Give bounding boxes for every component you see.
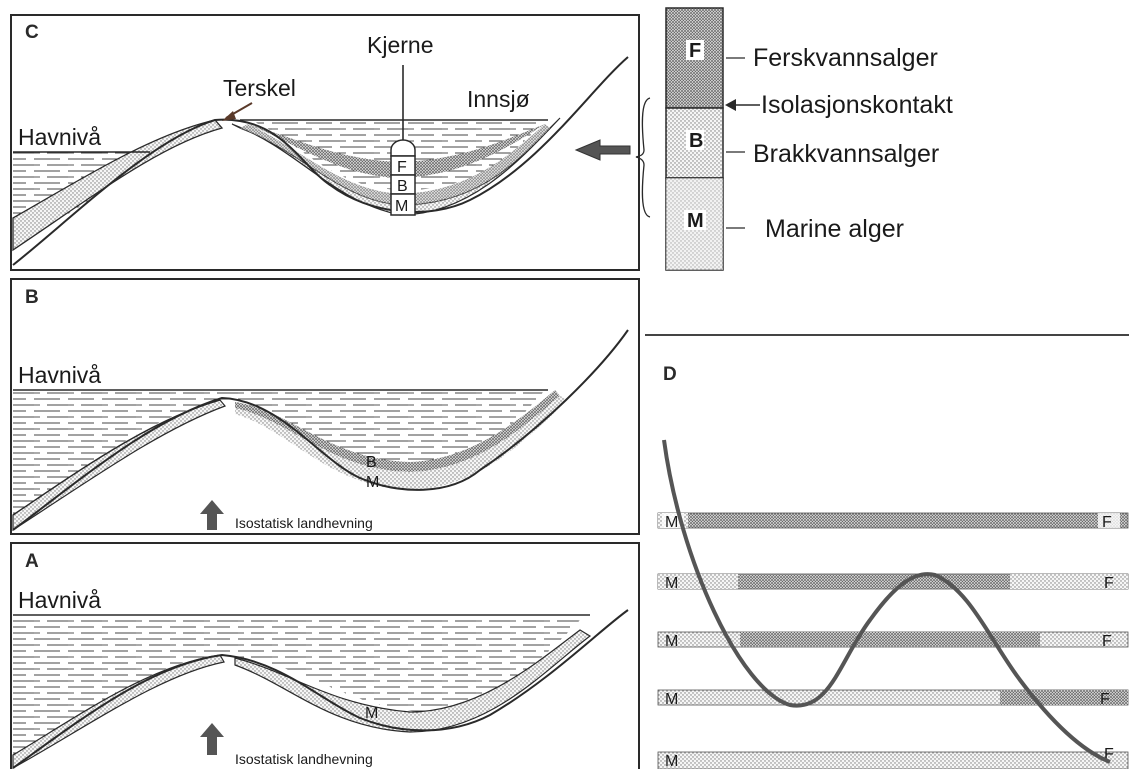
core-layer-f: F <box>397 159 407 176</box>
core-bar-1-left: M <box>665 514 678 531</box>
panel-c-letter: C <box>25 22 39 43</box>
core-bar-5-right: F <box>1104 746 1114 763</box>
panel-d: D M F M F M F M F M <box>657 364 1129 769</box>
panel-a: A Havnivå M Isostatisk landhevning <box>10 542 640 769</box>
core-bar-3-left: M <box>665 633 678 650</box>
legend-b-code: B <box>689 130 703 152</box>
legend-b-label: Brakkvannsalger <box>753 140 939 168</box>
legend-m-code: M <box>687 210 704 232</box>
core-layer-b: B <box>397 178 408 195</box>
panel-b-uplift-label: Isostatisk landhevning <box>235 515 373 531</box>
core-bar-5 <box>657 751 1129 769</box>
core-bar-4 <box>657 689 1129 706</box>
core-bar-5-left: M <box>665 753 678 769</box>
legend-f-code: F <box>689 40 701 62</box>
core-bar-1 <box>657 512 1129 529</box>
panel-b-layer-b: B <box>366 454 377 471</box>
core-bar-3 <box>657 631 1129 648</box>
core-layer-m: M <box>395 198 408 215</box>
panel-a-layer-m: M <box>365 705 378 722</box>
panel-a-letter: A <box>25 551 39 572</box>
core-bar-1-right: F <box>1102 514 1112 531</box>
threshold-label: Terskel <box>223 75 296 101</box>
core-label: Kjerne <box>367 32 433 58</box>
core-bar-2-right: F <box>1104 575 1114 592</box>
relative-sea-level-curve <box>662 439 1111 764</box>
panel-b-letter: B <box>25 287 39 308</box>
core-bar-4-left: M <box>665 691 678 708</box>
core-bar-2 <box>657 573 1129 590</box>
legend-f-label: Ferskvannsalger <box>753 44 938 72</box>
core-bar-2-left: M <box>665 575 678 592</box>
core-bar-4-right: F <box>1100 691 1110 708</box>
panel-c: C Havnivå Terskel Kjerne Innsjø F B M <box>10 14 640 271</box>
panel-d-letter: D <box>663 364 677 385</box>
panel-a-sea-level-label: Havnivå <box>18 587 101 613</box>
panel-b-sea-level-label: Havnivå <box>18 362 101 388</box>
panel-a-uplift-label: Isostatisk landhevning <box>235 751 373 767</box>
legend-m-label: Marine alger <box>765 215 904 243</box>
panel-c-sea-level-label: Havnivå <box>18 124 101 150</box>
legend-contact-label: Isolasjonskontakt <box>761 91 953 119</box>
core-bar-3-right: F <box>1102 633 1112 650</box>
stratigraphy-legend: F B M Ferskvannsalger Isolasjonskontakt … <box>574 7 953 271</box>
lake-label: Innsjø <box>467 86 530 112</box>
panel-b: B Havnivå B M Isostatisk landhevning <box>10 278 640 535</box>
panel-b-layer-m: M <box>366 474 379 491</box>
